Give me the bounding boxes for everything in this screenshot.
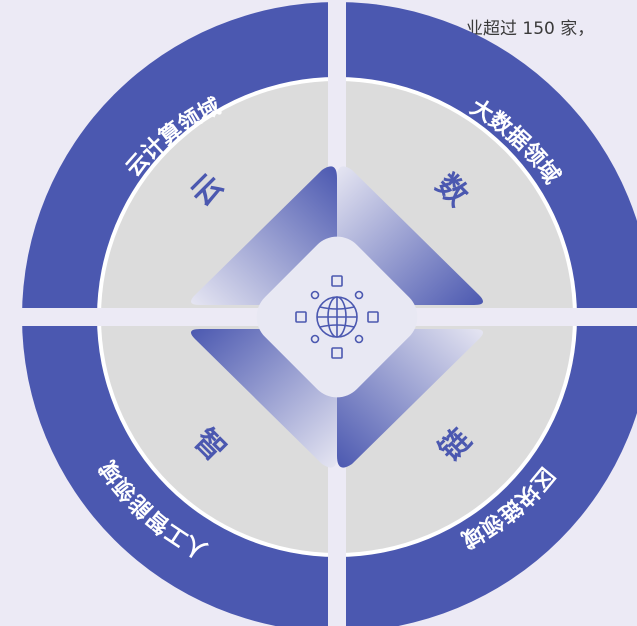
globe-network-icon bbox=[295, 275, 379, 359]
header-partial-text: 业超过 150 家， bbox=[466, 19, 595, 39]
